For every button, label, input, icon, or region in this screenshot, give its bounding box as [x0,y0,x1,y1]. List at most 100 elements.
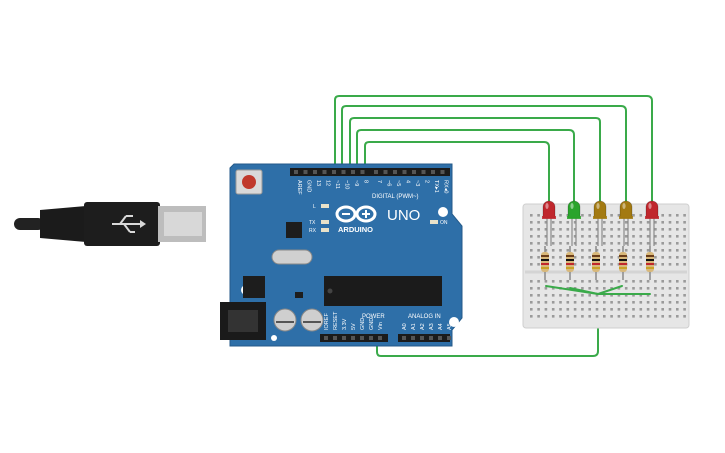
breadboard-hole[interactable] [530,242,533,245]
digital-pin-hole[interactable] [374,170,378,174]
breadboard-hole[interactable] [646,228,650,231]
arduino-uno-board[interactable]: L TX RX ON ARDUINO UNO [220,163,463,347]
digital-pin-hole[interactable] [313,170,317,174]
breadboard-hole[interactable] [676,221,679,224]
breadboard-hole[interactable] [610,280,613,283]
breadboard-hole[interactable] [559,242,562,245]
breadboard-hole[interactable] [683,315,686,318]
breadboard-hole[interactable] [595,228,599,231]
breadboard-hole[interactable] [588,294,591,297]
breadboard-hole[interactable] [654,235,657,238]
breadboard-hole[interactable] [573,294,577,297]
breadboard-hole[interactable] [661,287,664,290]
breadboard-hole[interactable] [676,242,679,245]
breadboard-hole[interactable] [566,315,570,318]
breadboard-hole[interactable] [676,308,679,311]
ground-jumper[interactable] [597,285,623,295]
breadboard-hole[interactable] [639,228,643,231]
breadboard-hole[interactable] [617,256,621,259]
breadboard-hole[interactable] [646,294,650,297]
breadboard-hole[interactable] [632,221,635,224]
wire-gnd-breadboard[interactable] [376,293,599,357]
breadboard-hole[interactable] [617,242,621,245]
breadboard-hole[interactable] [530,301,533,304]
breadboard-hole[interactable] [551,249,555,252]
breadboard-hole[interactable] [617,235,621,238]
breadboard-hole[interactable] [551,256,555,259]
breadboard-hole[interactable] [595,308,599,311]
wire-pin13-led5[interactable] [334,95,653,209]
power-pin-hole[interactable] [369,336,373,340]
breadboard-hole[interactable] [646,242,650,245]
breadboard-hole[interactable] [588,214,591,217]
breadboard-hole[interactable] [683,256,686,259]
resistor[interactable] [541,246,549,280]
breadboard-hole[interactable] [632,256,635,259]
breadboard-hole[interactable] [661,301,664,304]
breadboard-hole[interactable] [654,301,657,304]
breadboard-hole[interactable] [559,235,562,238]
breadboard-hole[interactable] [683,214,686,217]
breadboard-hole[interactable] [632,301,635,304]
breadboard-hole[interactable] [559,249,562,252]
breadboard-hole[interactable] [551,263,555,266]
breadboard-hole[interactable] [654,308,657,311]
breadboard-hole[interactable] [683,287,686,290]
breadboard-hole[interactable] [632,263,635,266]
breadboard-hole[interactable] [668,308,672,311]
breadboard-hole[interactable] [632,242,635,245]
breadboard-hole[interactable] [581,280,584,283]
analog-pin-hole[interactable] [447,336,451,340]
breadboard-hole[interactable] [617,294,621,297]
breadboard-hole[interactable] [573,263,577,266]
breadboard-hole[interactable] [588,301,591,304]
breadboard-hole[interactable] [566,214,570,217]
digital-pin-hole[interactable] [332,170,336,174]
breadboard-hole[interactable] [617,308,621,311]
breadboard-hole[interactable] [639,294,643,297]
breadboard-hole[interactable] [683,249,686,252]
breadboard-hole[interactable] [624,315,628,318]
breadboard-hole[interactable] [559,294,562,297]
breadboard-hole[interactable] [566,280,570,283]
breadboard-hole[interactable] [603,308,606,311]
breadboard-hole[interactable] [661,221,664,224]
resistor[interactable] [646,246,654,280]
breadboard-hole[interactable] [581,263,584,266]
breadboard-hole[interactable] [566,287,570,290]
breadboard-hole[interactable] [610,315,613,318]
breadboard-hole[interactable] [683,301,686,304]
breadboard-hole[interactable] [603,249,606,252]
breadboard-hole[interactable] [639,256,643,259]
breadboard-hole[interactable] [573,228,577,231]
breadboard-hole[interactable] [588,308,591,311]
digital-pin-hole[interactable] [421,170,426,174]
breadboard-hole[interactable] [668,256,672,259]
breadboard-hole[interactable] [588,242,591,245]
breadboard-hole[interactable] [544,308,548,311]
breadboard-hole[interactable] [661,249,664,252]
breadboard-hole[interactable] [646,221,650,224]
breadboard-hole[interactable] [588,315,591,318]
breadboard-hole[interactable] [683,263,686,266]
breadboard-hole[interactable] [676,287,679,290]
breadboard-hole[interactable] [661,214,664,217]
digital-pin-hole[interactable] [440,170,445,174]
breadboard-hole[interactable] [624,228,628,231]
breadboard-hole[interactable] [668,315,672,318]
breadboard[interactable] [522,200,690,329]
breadboard-hole[interactable] [544,249,548,252]
breadboard-hole[interactable] [537,280,540,283]
breadboard-hole[interactable] [654,221,657,224]
breadboard-hole[interactable] [624,235,628,238]
breadboard-hole[interactable] [559,308,562,311]
breadboard-hole[interactable] [661,308,664,311]
led[interactable] [619,200,633,246]
breadboard-hole[interactable] [551,301,555,304]
power-jack[interactable] [220,302,266,340]
breadboard-hole[interactable] [639,301,643,304]
breadboard-hole[interactable] [668,249,672,252]
breadboard-hole[interactable] [581,214,584,217]
breadboard-hole[interactable] [603,263,606,266]
